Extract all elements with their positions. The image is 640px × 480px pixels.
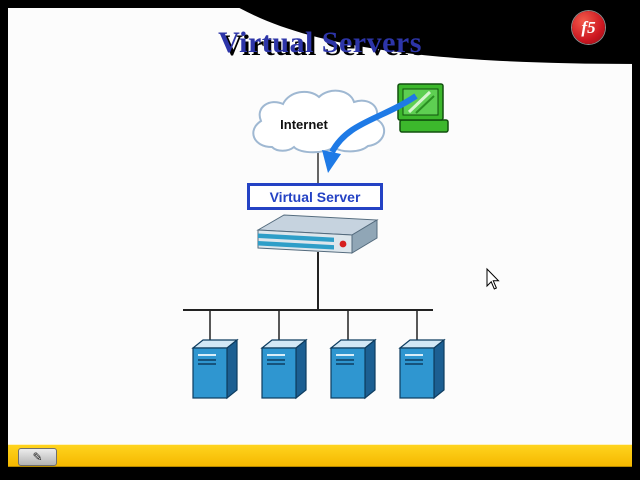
virtual-server-label: Virtual Server [269, 188, 361, 205]
load-balancer-icon [256, 214, 379, 254]
swoosh-shape [226, 0, 640, 64]
f5-dot-icon [339, 240, 347, 248]
swoosh-decoration [226, 0, 640, 64]
cloud-icon [252, 89, 386, 154]
pen-icon: ✎ [32, 450, 43, 464]
f5-logo-text: f5 [581, 17, 596, 37]
slide-title: Virtual Servers [218, 26, 422, 59]
bottom-bar [8, 444, 632, 467]
curved-arrow-icon [322, 93, 418, 173]
server-icon [191, 338, 239, 400]
server-icon [398, 338, 446, 400]
virtual-server-box: Virtual Server [247, 183, 383, 210]
computer-icon [397, 83, 449, 133]
mouse-cursor [486, 267, 500, 290]
f5-logo: f5 [572, 11, 605, 44]
server-rack [191, 310, 446, 400]
server-icon [260, 338, 308, 400]
server-icon [329, 338, 377, 400]
pen-annotation-button[interactable]: ✎ [18, 448, 57, 466]
internet-label: Internet [280, 117, 328, 132]
